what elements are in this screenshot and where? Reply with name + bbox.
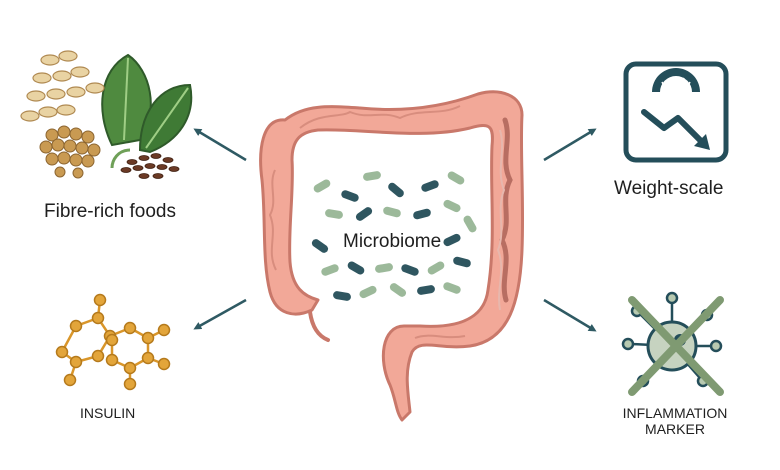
molecule-atom (123, 377, 137, 391)
molecule-atom (123, 321, 137, 335)
molecule-atom (123, 361, 137, 375)
insulin-label: INSULIN (80, 405, 136, 421)
molecule-atom (157, 323, 171, 337)
inflammation-label-line1: INFLAMMATION (622, 405, 728, 421)
bacterium (333, 291, 351, 301)
bacterium (347, 261, 365, 275)
bacterium (401, 264, 419, 276)
molecule-atom (55, 345, 69, 359)
inflammation-label-line2: MARKER (645, 421, 705, 437)
molecule-atom (105, 353, 119, 367)
bacterium (388, 182, 404, 198)
molecule-atom (69, 319, 83, 333)
bacterium (417, 285, 435, 295)
crossed-out-virus-icon (621, 291, 724, 396)
bacterium (325, 209, 343, 219)
molecule-atom (141, 331, 155, 345)
molecule-atoms (55, 293, 171, 391)
molecule-atom (141, 351, 155, 365)
molecule-atom (105, 333, 119, 347)
bacterium (321, 264, 339, 276)
bacterium (359, 285, 377, 299)
inflammation-marker-label: INFLAMMATION MARKER (620, 405, 730, 437)
molecule-atom (63, 373, 77, 387)
molecule-atom (69, 355, 83, 369)
microbiome-label: Microbiome (343, 231, 442, 252)
bacterium (363, 171, 381, 181)
bacterium (447, 171, 465, 185)
bacterium (443, 199, 461, 213)
bacterium (389, 283, 407, 297)
molecule-atom (91, 349, 105, 363)
arrow-to-fibre (193, 128, 247, 162)
bacterium (463, 215, 477, 233)
bacteria-cluster (311, 171, 477, 301)
molecule-atom (91, 311, 105, 325)
bacterium (443, 233, 461, 247)
molecule-atom (93, 293, 107, 307)
large-intestine-icon (259, 90, 525, 422)
arrow-to-weight (543, 128, 597, 162)
bacterium (453, 256, 471, 268)
grains-and-spinach-icon (20, 50, 193, 179)
arrow-to-inflammation (543, 298, 597, 332)
bacterium (427, 261, 445, 275)
bacterium (311, 239, 329, 253)
bacterium (313, 179, 331, 193)
bacterium (421, 180, 439, 192)
bacterium (413, 208, 431, 220)
weight-scale-label: Weight-scale (614, 178, 724, 199)
fibre-foods-label: Fibre-rich foods (44, 201, 176, 222)
bacterium (383, 206, 401, 218)
molecule-atom (157, 357, 171, 371)
bacterium (375, 263, 393, 273)
weight-scale-down-trend-icon (623, 61, 729, 163)
bacterium (355, 207, 373, 221)
arrow-to-insulin (193, 298, 247, 330)
bacterium (443, 282, 461, 294)
bacterium (341, 190, 359, 202)
